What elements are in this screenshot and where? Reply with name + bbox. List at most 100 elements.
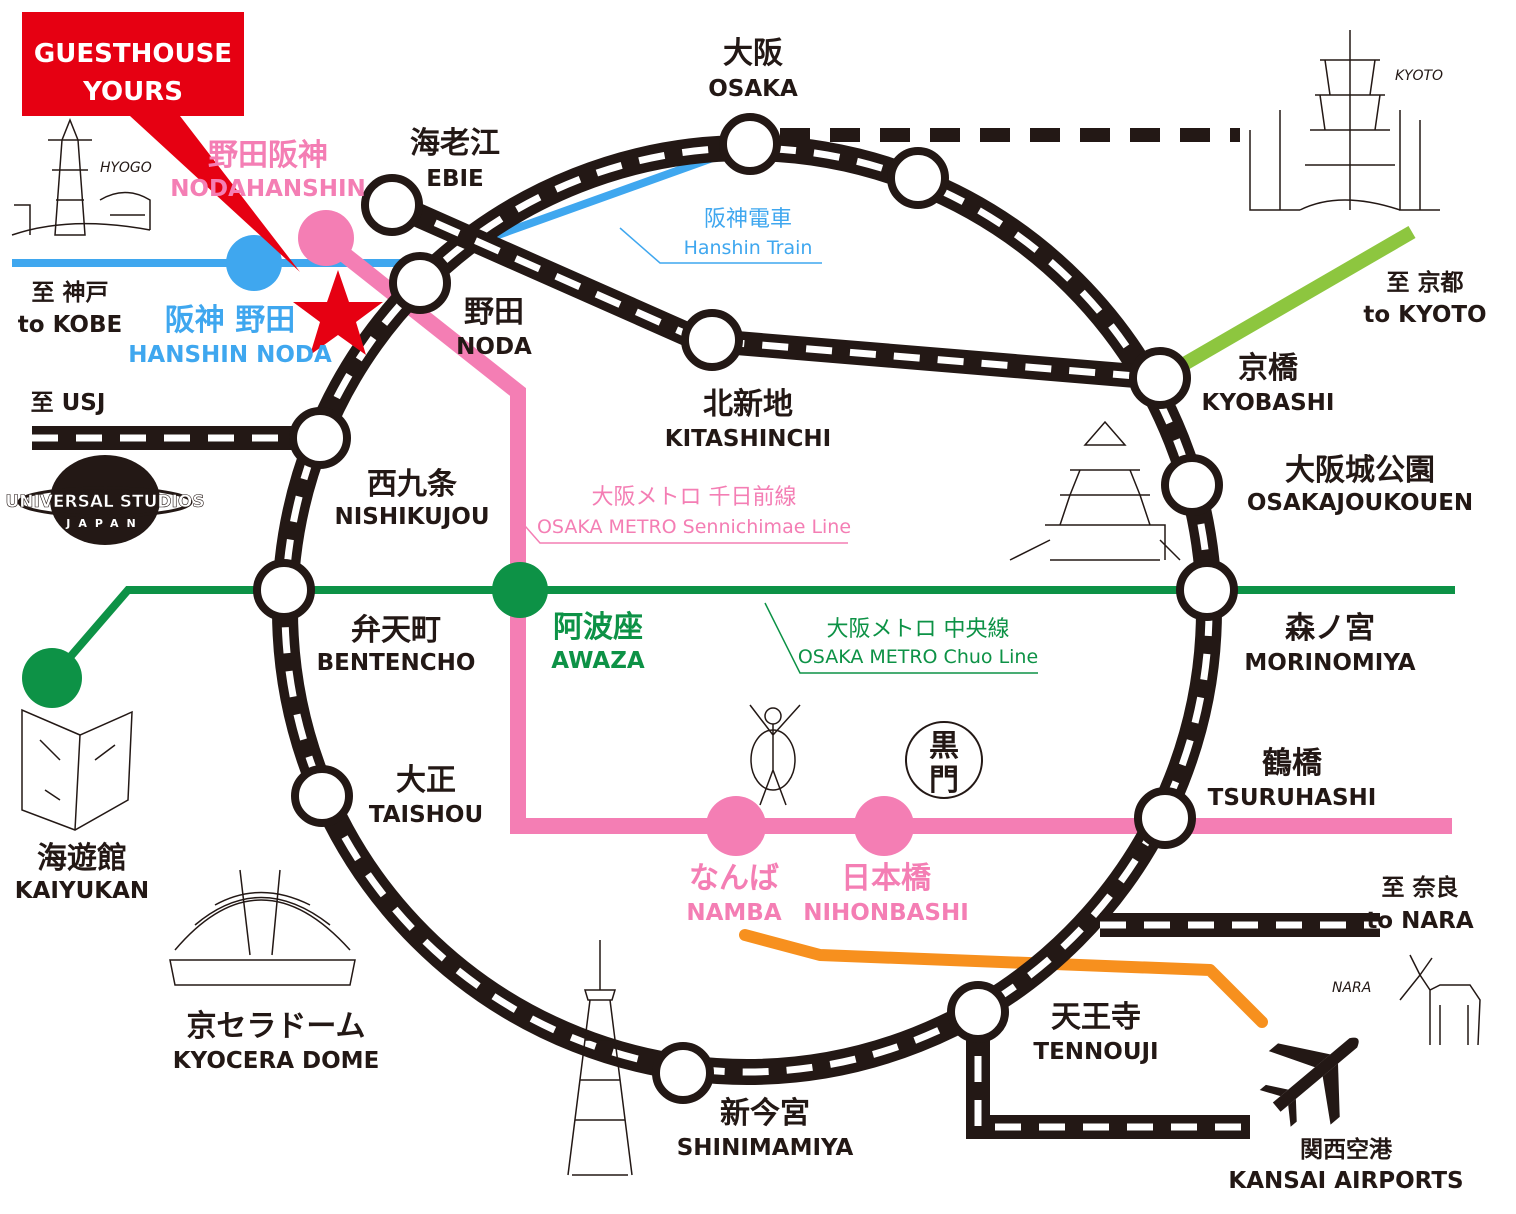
chuo-line: [48, 586, 1455, 681]
namba-en: NAMBA: [686, 900, 781, 926]
morinomiya-en: MORINOMIYA: [1244, 650, 1415, 676]
station-bentencho[interactable]: [253, 559, 315, 621]
station-namba[interactable]: [706, 796, 766, 856]
kuromon-bottom: 門: [929, 763, 959, 798]
kansai-line: [966, 1012, 1250, 1139]
tennouji-en: TENNOUJI: [1033, 1039, 1158, 1065]
kuromon-top: 黒: [929, 729, 959, 764]
station-kyobashi[interactable]: [1129, 347, 1191, 409]
station-loop-north[interactable]: [887, 147, 949, 209]
station-hanshin-noda[interactable]: [226, 235, 282, 291]
kansai-ja: 関西空港: [1300, 1136, 1393, 1163]
kyoto-sketch-label: KYOTO: [1395, 68, 1443, 84]
kyocera-en: KYOCERA DOME: [173, 1048, 380, 1074]
guesthouse-callout[interactable]: GUESTHOUSE YOURS: [22, 12, 300, 272]
awaza-ja: 阿波座: [553, 610, 643, 645]
noda-en: NODA: [456, 334, 532, 360]
kuromon-emblem: [905, 721, 983, 799]
station-shinimamiya[interactable]: [652, 1042, 714, 1104]
kitashinchi-en: KITASHINCHI: [665, 426, 831, 452]
shinimamiya-en: SHINIMAMIYA: [677, 1135, 854, 1161]
kobe-ja: 至 神戸: [31, 279, 108, 306]
star-icon: [293, 270, 383, 355]
station-taishou[interactable]: [291, 765, 353, 827]
station-tsuruhashi[interactable]: [1134, 787, 1196, 849]
taishou-ja: 大正: [396, 763, 456, 798]
kaiyukan-en: KAIYUKAN: [15, 878, 149, 904]
bentencho-en: BENTENCHO: [317, 650, 476, 676]
kyocera-dome-illustration: [169, 869, 356, 986]
station-osaka[interactable]: [719, 113, 781, 175]
osakajoukouen-en: OSAKAJOUKOUEN: [1247, 490, 1473, 516]
tsutenkaku-illustration: [567, 940, 633, 1176]
kyobashi-en: KYOBASHI: [1202, 390, 1335, 416]
nishikujou-ja: 西九条: [367, 467, 457, 502]
kyoto-en: to KYOTO: [1363, 302, 1486, 328]
nihonbashi-ja: 日本橋: [841, 861, 932, 896]
osaka-en: OSAKA: [708, 76, 798, 102]
station-nodahanshin[interactable]: [298, 210, 354, 266]
station-noda[interactable]: [389, 252, 451, 314]
station-nishikujou[interactable]: [289, 407, 351, 469]
kyocera-ja: 京セラドーム: [186, 1009, 365, 1044]
glico-runner-illustration: [749, 704, 801, 806]
sennichimae-line-label-en: OSAKA METRO Sennichimae Line: [537, 516, 851, 538]
station-awaza[interactable]: [492, 562, 548, 618]
tennouji-ja: 天王寺: [1051, 1000, 1141, 1035]
kyoto-illustration: [1249, 30, 1440, 211]
osaka-castle-illustration: [1009, 420, 1181, 561]
sennichimae-leader: [517, 517, 848, 544]
hyogo-label: HYOGO: [100, 160, 152, 176]
usj-ja: 至 USJ: [31, 390, 106, 416]
station-tennouji[interactable]: [947, 981, 1009, 1043]
kaiyukan-illustration: [21, 708, 133, 831]
hanshin-line-label-ja: 阪神電車: [704, 207, 792, 232]
kyoto-ja: 至 京都: [1386, 269, 1463, 296]
nishikujou-en: NISHIKUJOU: [334, 504, 489, 530]
hanshin-leader: [619, 227, 822, 264]
chuo-leader: [764, 602, 1038, 674]
callout-line1: GUESTHOUSE: [34, 39, 232, 69]
kyobashi-ja: 京橋: [1238, 351, 1299, 386]
nara-deer-illustration: [1399, 954, 1481, 1046]
station-kitashinchi[interactable]: [681, 309, 743, 371]
callout-line2: YOURS: [82, 77, 183, 107]
kaiyukan-ja: 海遊館: [37, 841, 127, 876]
station-nihonbashi[interactable]: [854, 796, 914, 856]
nara-sketch-label: NARA: [1332, 980, 1371, 996]
chuo-line-label-ja: 大阪メトロ 中央線: [827, 617, 1010, 642]
osakajoukouen-ja: 大阪城公園: [1285, 453, 1435, 488]
osaka-ja: 大阪: [723, 36, 783, 71]
hyogo-illustration: [11, 117, 151, 236]
usj-logo: [17, 455, 193, 545]
ebie-en: EBIE: [426, 166, 484, 192]
chuo-line-label-en: OSAKA METRO Chuo Line: [798, 646, 1038, 668]
namba-ja: なんば: [689, 861, 779, 896]
station-ebie[interactable]: [361, 174, 423, 236]
taishou-en: TAISHOU: [369, 802, 483, 828]
nodahanshin-en: NODAHANSHIN: [170, 176, 366, 202]
nankai-line: [739, 929, 1268, 1028]
ebie-ja: 海老江: [410, 126, 500, 161]
kansai-en: KANSAI AIRPORTS: [1228, 1168, 1463, 1194]
hanshin-noda-en: HANSHIN NODA: [128, 342, 332, 368]
tsuruhashi-en: TSURUHASHI: [1208, 785, 1377, 811]
airplane-icon: [1259, 1037, 1359, 1127]
nihonbashi-en: NIHONBASHI: [803, 900, 969, 926]
hanshin-line-label-en: Hanshin Train: [684, 237, 813, 259]
station-osakajoukouen[interactable]: [1161, 454, 1223, 516]
kitashinchi-ja: 北新地: [703, 387, 793, 422]
hanshin-noda-ja: 阪神 野田: [165, 303, 295, 338]
nara-ja: 至 奈良: [1381, 874, 1458, 901]
awaza-en: AWAZA: [551, 648, 645, 674]
nara-en: to NARA: [1366, 908, 1474, 934]
station-kaiyukan[interactable]: [22, 648, 82, 708]
morinomiya-ja: 森ノ宮: [1285, 611, 1375, 646]
keihan-line: [1156, 225, 1416, 385]
tsuruhashi-ja: 鶴橋: [1262, 746, 1323, 781]
usj-logo-line1: UNIVERSAL STUDIOS: [5, 492, 204, 512]
shinimamiya-ja: 新今宮: [720, 1096, 810, 1131]
bentencho-ja: 弁天町: [351, 613, 441, 648]
station-morinomiya[interactable]: [1176, 559, 1238, 621]
